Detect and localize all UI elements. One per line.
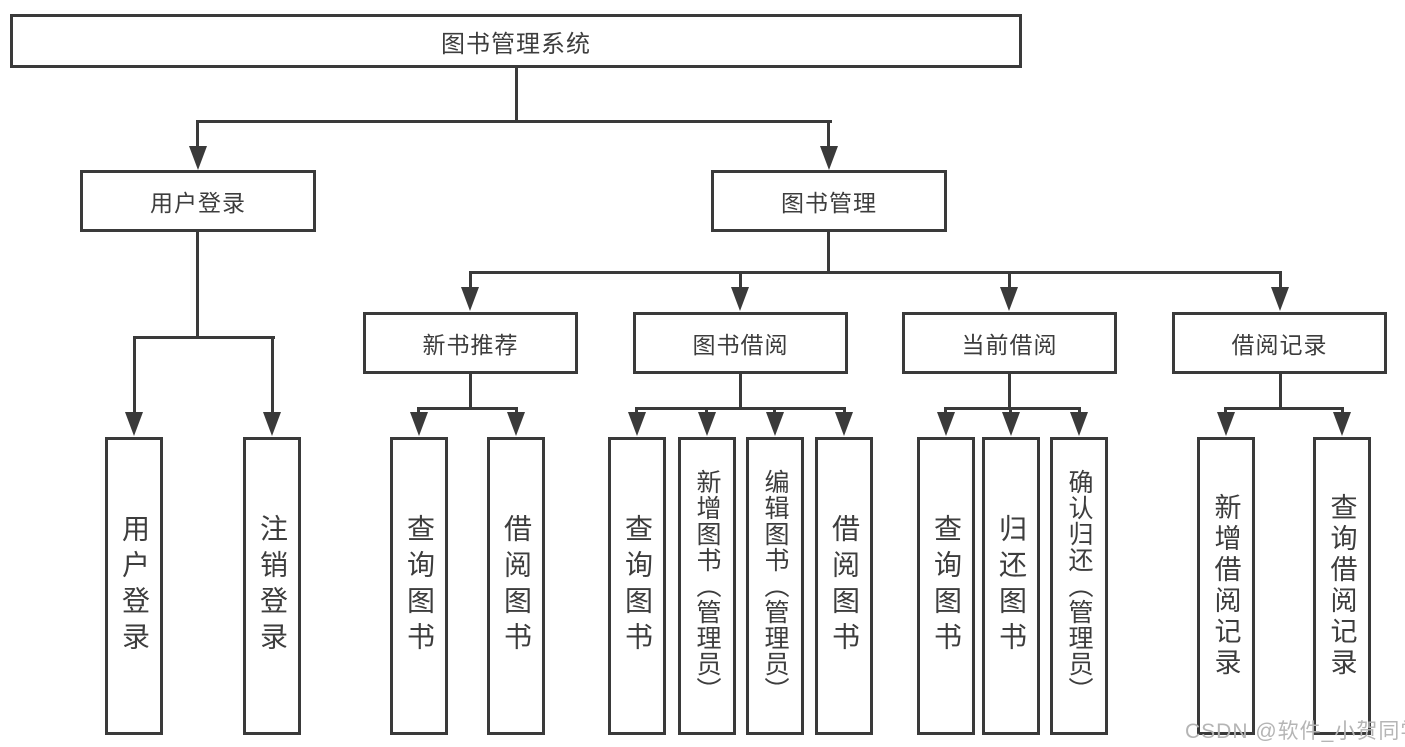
arrow-down-icon xyxy=(125,412,143,436)
arrow-down-icon xyxy=(628,412,646,436)
node-borrowing-records: 借阅记录 xyxy=(1172,312,1387,374)
arrow-down-icon xyxy=(263,412,281,436)
arrow-down-icon xyxy=(766,412,784,436)
leaf-confirm-return-admin-label: 确认归还（管理员） xyxy=(1065,469,1093,703)
connector-line xyxy=(705,407,708,415)
node-root-label: 图书管理系统 xyxy=(441,30,591,58)
connector-line xyxy=(1279,271,1282,289)
node-borrowing-records-label: 借阅记录 xyxy=(1231,332,1328,358)
connector-line xyxy=(515,407,518,415)
leaf-confirm-return-admin: 确认归还（管理员） xyxy=(1050,437,1108,735)
leaf-logout-label: 注销登录 xyxy=(257,514,288,658)
node-book-borrowing: 图书借阅 xyxy=(633,312,848,374)
leaf-borrow-books-2-label: 借阅图书 xyxy=(829,514,860,658)
connector-line xyxy=(271,336,274,414)
connector-line xyxy=(133,336,136,414)
leaf-add-books-admin: 新增图书（管理员） xyxy=(678,437,736,735)
leaf-query-borrow-record: 查询借阅记录 xyxy=(1313,437,1371,735)
connector-line xyxy=(196,232,199,339)
leaf-borrow-books-1-label: 借阅图书 xyxy=(501,514,532,658)
connector-line xyxy=(773,407,776,415)
leaf-query-books-1: 查询图书 xyxy=(390,437,448,735)
connector-line xyxy=(1008,374,1011,410)
connector-line xyxy=(843,407,846,415)
connector-line xyxy=(196,120,832,123)
connector-line xyxy=(635,407,638,415)
connector-line xyxy=(1009,407,1012,415)
connector-line xyxy=(515,68,518,122)
leaf-user-login: 用户登录 xyxy=(105,437,163,735)
leaf-query-books-1-label: 查询图书 xyxy=(404,514,435,658)
connector-line xyxy=(635,407,846,410)
arrow-down-icon xyxy=(189,146,207,170)
leaf-user-login-label: 用户登录 xyxy=(119,514,150,658)
arrow-down-icon xyxy=(1002,412,1020,436)
arrow-down-icon xyxy=(1271,287,1289,311)
leaf-edit-books-admin: 编辑图书（管理员） xyxy=(746,437,804,735)
arrow-down-icon xyxy=(461,287,479,311)
leaf-return-books: 归还图书 xyxy=(982,437,1040,735)
leaf-query-books-3-label: 查询图书 xyxy=(931,514,962,658)
node-current-borrowing: 当前借阅 xyxy=(902,312,1117,374)
connector-line xyxy=(1341,407,1344,415)
arrow-down-icon xyxy=(820,146,838,170)
leaf-add-books-admin-label: 新增图书（管理员） xyxy=(693,469,721,703)
leaf-add-borrow-record: 新增借阅记录 xyxy=(1197,437,1255,735)
connector-line xyxy=(196,120,199,150)
leaf-logout: 注销登录 xyxy=(243,437,301,735)
connector-line xyxy=(133,336,275,339)
node-book-management-label: 图书管理 xyxy=(781,190,877,216)
node-book-management: 图书管理 xyxy=(711,170,947,232)
connector-line xyxy=(1224,407,1344,410)
connector-line xyxy=(469,271,1282,274)
connector-line xyxy=(944,407,947,415)
connector-line xyxy=(739,271,742,289)
leaf-edit-books-admin-label: 编辑图书（管理员） xyxy=(761,469,789,703)
node-user-login: 用户登录 xyxy=(80,170,316,232)
node-new-book-recommend-label: 新书推荐 xyxy=(422,332,519,358)
csdn-watermark: CSDN @软件_小贺同学 xyxy=(1185,720,1405,743)
leaf-borrow-books-1: 借阅图书 xyxy=(487,437,545,735)
connector-line xyxy=(739,374,742,410)
connector-line xyxy=(1279,374,1282,410)
connector-line xyxy=(827,232,830,274)
arrow-down-icon xyxy=(835,412,853,436)
arrow-down-icon xyxy=(731,287,749,311)
node-new-book-recommend: 新书推荐 xyxy=(363,312,578,374)
node-root: 图书管理系统 xyxy=(10,14,1022,68)
connector-line xyxy=(944,407,1081,410)
connector-line xyxy=(827,120,830,150)
connector-line xyxy=(469,271,472,289)
leaf-query-books-3: 查询图书 xyxy=(917,437,975,735)
connector-line xyxy=(417,407,518,410)
arrow-down-icon xyxy=(937,412,955,436)
connector-line xyxy=(469,374,472,410)
leaf-query-books-2-label: 查询图书 xyxy=(622,514,653,658)
connector-line xyxy=(1008,271,1011,289)
connector-line xyxy=(417,407,420,415)
arrow-down-icon xyxy=(507,412,525,436)
connector-line xyxy=(1224,407,1227,415)
leaf-add-borrow-record-label: 新增借阅记录 xyxy=(1210,493,1241,679)
arrow-down-icon xyxy=(1333,412,1351,436)
leaf-return-books-label: 归还图书 xyxy=(996,514,1027,658)
node-current-borrowing-label: 当前借阅 xyxy=(961,332,1058,358)
connector-line xyxy=(1078,407,1081,415)
arrow-down-icon xyxy=(1000,287,1018,311)
node-user-login-label: 用户登录 xyxy=(150,190,246,216)
leaf-borrow-books-2: 借阅图书 xyxy=(815,437,873,735)
arrow-down-icon xyxy=(698,412,716,436)
leaf-query-borrow-record-label: 查询借阅记录 xyxy=(1326,493,1357,679)
leaf-query-books-2: 查询图书 xyxy=(608,437,666,735)
arrow-down-icon xyxy=(1070,412,1088,436)
arrow-down-icon xyxy=(410,412,428,436)
node-book-borrowing-label: 图书借阅 xyxy=(692,332,789,358)
arrow-down-icon xyxy=(1217,412,1235,436)
